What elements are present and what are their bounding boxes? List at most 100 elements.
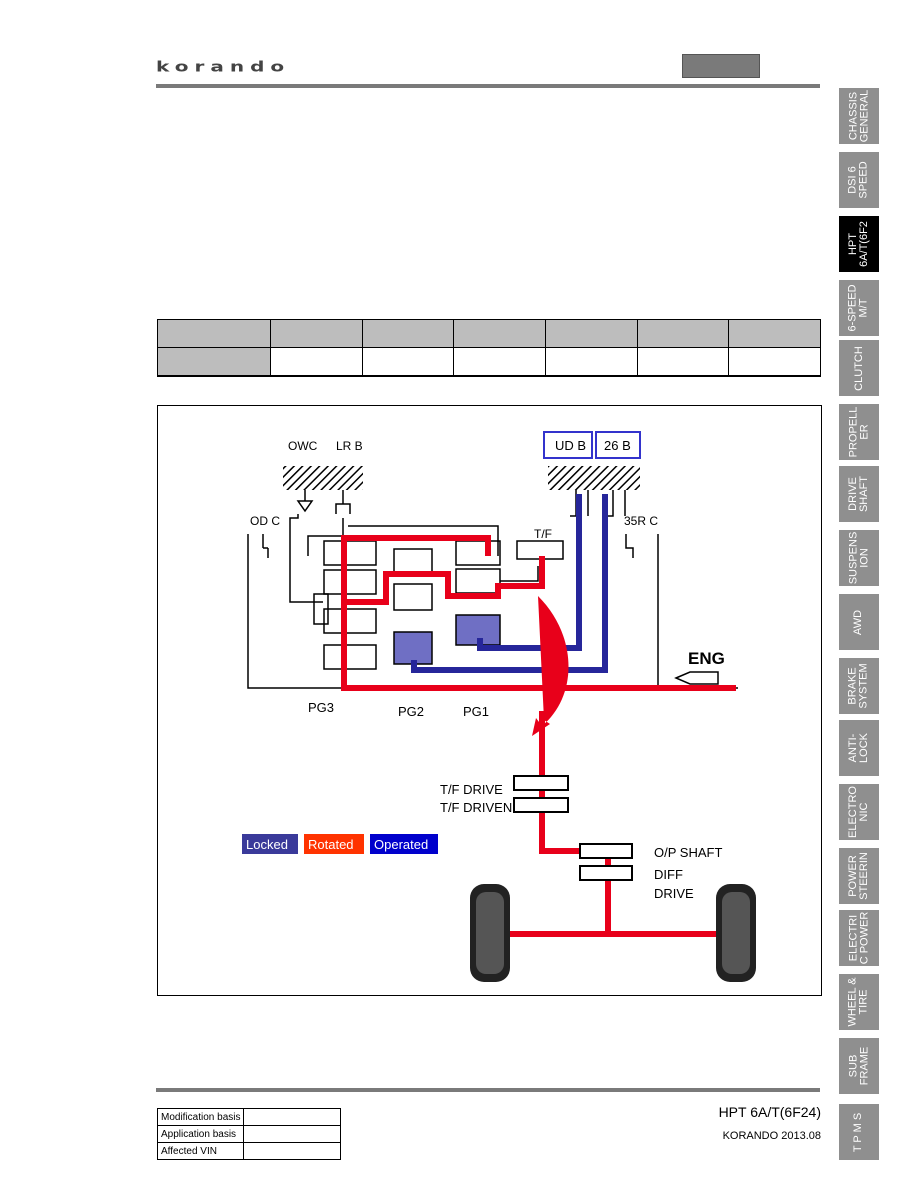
side-tab-8[interactable]: AWD <box>839 594 879 650</box>
side-tab-label: ELECTRO NIC <box>847 786 870 838</box>
tf-label: T/F <box>534 527 552 541</box>
table-cell <box>544 319 638 348</box>
section-title: HPT 6A/T(6F24) <box>718 1104 821 1120</box>
legend-rotated-swatch <box>304 834 364 854</box>
table-cell <box>361 319 455 348</box>
b26-box <box>595 431 641 459</box>
info-value <box>243 1108 342 1126</box>
side-tab-label: CHASSIS GENERAL <box>847 89 871 143</box>
side-tab-15[interactable]: SUB FRAME <box>839 1038 879 1094</box>
table-cell <box>453 347 546 377</box>
engine-input-arrow <box>674 671 719 685</box>
legend: Locked Rotated Operated <box>242 834 438 854</box>
flow-arrow <box>532 596 569 736</box>
b26-label: 26 B <box>604 438 631 453</box>
side-tab-12[interactable]: POWER STEERIN <box>839 848 879 904</box>
side-tab-label: POWER STEERIN <box>847 852 870 900</box>
pg2-locked-member <box>393 631 433 665</box>
ground-right <box>548 466 640 490</box>
housing-lines <box>247 490 738 689</box>
side-tab-6[interactable]: DRIVE SHAFT <box>839 466 879 522</box>
side-tab-7[interactable]: SUSPENS ION <box>839 530 879 586</box>
legend-locked-swatch <box>242 834 298 854</box>
side-tab-label: 6-SPEED M/T <box>847 284 871 332</box>
side-tab-label: HPT 6A/T(6F2 <box>847 221 871 267</box>
side-tab-label: SUSPENS ION <box>847 531 871 585</box>
table-cell <box>270 319 363 348</box>
side-tab-2[interactable]: HPT 6A/T(6F2 <box>839 216 879 272</box>
revision-info-table: Modification basis Application basis Aff… <box>156 1108 342 1160</box>
tf-drive-box <box>513 775 569 791</box>
table-cell <box>270 347 363 377</box>
header-badge <box>682 54 760 78</box>
op-shaft-label: O/P SHAFT <box>654 845 722 860</box>
side-tab-label: BRAKE SYSTEM <box>847 663 871 709</box>
legend-operated-swatch <box>370 834 438 854</box>
side-tab-label: T P M S <box>852 1112 865 1152</box>
diff-label: DIFF <box>654 867 683 882</box>
pg2-label: PG2 <box>398 704 424 719</box>
eng-label: ENG <box>688 649 725 668</box>
side-tab-label: AWD <box>852 609 865 635</box>
table-header-row <box>157 319 821 348</box>
side-tab-label: ANTI- LOCK <box>847 733 870 763</box>
diff-box <box>579 865 633 881</box>
table-row <box>157 347 821 377</box>
table-cell <box>728 319 821 348</box>
info-value <box>243 1142 342 1160</box>
owc-label: OWC <box>288 439 318 453</box>
side-tab-3[interactable]: 6-SPEED M/T <box>839 280 879 336</box>
operated-paths <box>411 494 608 673</box>
pg1-label: PG1 <box>463 704 489 719</box>
footer-divider <box>156 1088 820 1092</box>
info-label: Application basis <box>156 1125 245 1143</box>
side-tab-label: ELECTRI C POWER <box>847 911 870 965</box>
info-label: Modification basis <box>156 1108 245 1126</box>
side-tab-label: PROPELL ER <box>847 406 870 458</box>
model-date: KORANDO 2013.08 <box>722 1130 821 1142</box>
op-shaft-box <box>579 843 633 859</box>
side-tab-label: DSI 6 SPEED <box>846 161 870 199</box>
info-label: Affected VIN <box>156 1142 245 1160</box>
side-tab-label: DRIVE SHAFT <box>847 475 870 513</box>
table-row: Application basis <box>156 1125 342 1143</box>
table-cell <box>636 319 730 348</box>
table-row: Modification basis <box>156 1108 342 1126</box>
udb-box <box>543 431 593 459</box>
udb-label: UD B <box>555 438 586 453</box>
legend-locked-label: Locked <box>246 837 288 852</box>
tf-drive-label: T/F DRIVE <box>440 782 503 797</box>
powerflow-svg: OWC LR B UD B 26 B OD C 35R C <box>242 431 756 982</box>
tf-driven-box <box>513 797 569 813</box>
legend-rotated-label: Rotated <box>308 837 354 852</box>
tf-driven-label: T/F DRIVEN <box>440 800 512 815</box>
side-tab-16[interactable]: T P M S <box>839 1104 879 1160</box>
info-value <box>243 1125 342 1143</box>
lrb-label: LR B <box>336 439 363 453</box>
r35c-label: 35R C <box>624 514 658 528</box>
side-tab-9[interactable]: BRAKE SYSTEM <box>839 658 879 714</box>
brand-logo: korando <box>156 58 291 75</box>
side-tab-4[interactable]: CLUTCH <box>839 340 879 396</box>
table-cell <box>157 319 271 348</box>
tire-right <box>716 884 756 982</box>
powerflow-diagram: OWC LR B UD B 26 B OD C 35R C <box>157 405 822 996</box>
side-tab-14[interactable]: WHEEL & TIRE <box>839 974 879 1030</box>
side-tab-label: SUB FRAME <box>847 1046 870 1086</box>
side-tab-5[interactable]: PROPELL ER <box>839 404 879 460</box>
side-tab-0[interactable]: CHASSIS GENERAL <box>839 88 879 144</box>
pg3-label: PG3 <box>308 700 334 715</box>
table-cell <box>361 347 455 377</box>
table-row: Affected VIN <box>156 1142 342 1160</box>
side-tab-10[interactable]: ANTI- LOCK <box>839 720 879 776</box>
tire-left <box>470 884 510 982</box>
side-tab-11[interactable]: ELECTRO NIC <box>839 784 879 840</box>
table-cell <box>636 347 730 377</box>
side-tab-13[interactable]: ELECTRI C POWER <box>839 910 879 966</box>
ground-left <box>283 466 363 490</box>
side-tab-label: WHEEL & TIRE <box>847 977 871 1027</box>
side-tab-1[interactable]: DSI 6 SPEED <box>839 152 879 208</box>
spec-table <box>157 319 821 377</box>
header-divider <box>156 84 820 88</box>
table-cell <box>157 347 271 377</box>
